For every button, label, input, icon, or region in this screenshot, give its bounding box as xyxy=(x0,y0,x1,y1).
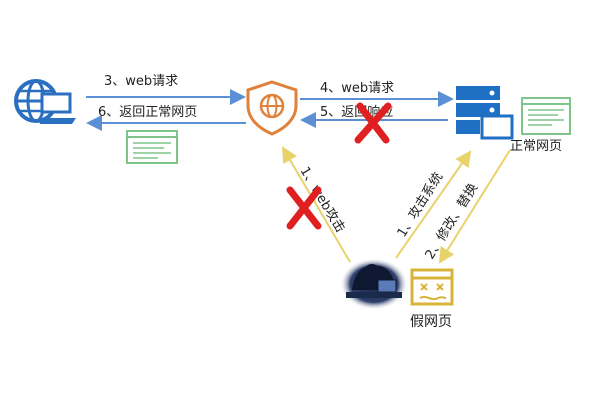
computer-globe-icon xyxy=(14,79,76,124)
webpage-icon xyxy=(126,130,178,164)
label-response-left: 6、返回正常网页 xyxy=(98,105,197,120)
label-request-right: 4、web请求 xyxy=(320,81,394,96)
arrow-modify-replace xyxy=(438,149,511,264)
red-x-icon xyxy=(286,186,322,230)
server-icon xyxy=(456,86,514,140)
label-fake-page: 假网页 xyxy=(410,314,452,330)
hacker-icon xyxy=(340,258,408,310)
arrow-attack-system xyxy=(395,150,472,259)
red-x-icon xyxy=(354,102,392,144)
fake-webpage-icon xyxy=(410,268,454,306)
arrow-web-attack xyxy=(281,146,351,263)
label-request-left: 3、web请求 xyxy=(104,74,178,89)
label-web-attack: 1、web攻击 xyxy=(297,164,348,235)
normal-webpage-icon xyxy=(521,97,571,135)
label-normal-page: 正常网页 xyxy=(510,139,562,154)
shield-globe-icon xyxy=(246,80,298,136)
